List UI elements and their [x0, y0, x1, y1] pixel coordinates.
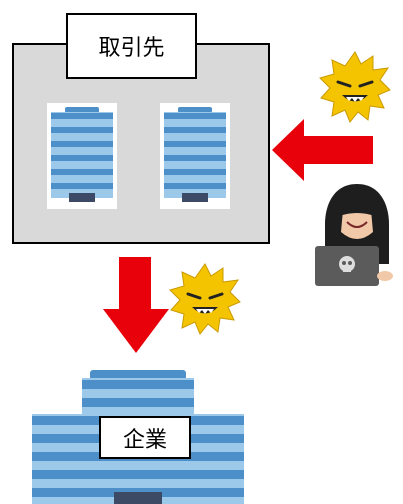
arrow-icon-down: [103, 257, 169, 353]
partner-building-icon-right: [160, 103, 230, 209]
company-label: 企業: [99, 416, 191, 459]
hacker-icon: [315, 180, 399, 290]
virus-icon-top: [318, 50, 392, 124]
virus-icon-bottom: [168, 262, 242, 336]
partner-building-icon-left: [47, 103, 117, 209]
arrow-icon-left: [272, 119, 376, 181]
partner-label: 取引先: [66, 13, 197, 79]
